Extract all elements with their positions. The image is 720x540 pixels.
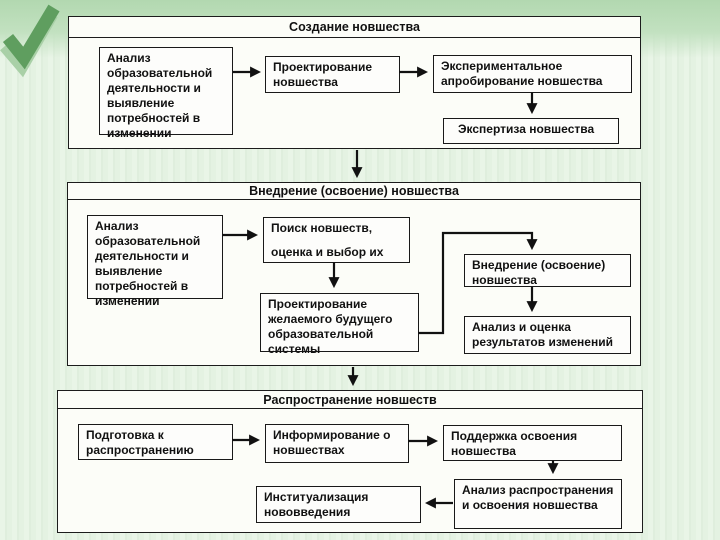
section-creation-title: Создание новшества	[69, 17, 640, 38]
box-analysis-needs-2: Анализ образовательной деятельности и вы…	[87, 215, 223, 308]
box-prepare-dissemination: Подготовка к распространению	[78, 424, 233, 460]
box-search-select-line2: оценка и выбор их	[271, 245, 384, 259]
checkmark-icon	[0, 4, 60, 78]
box-support-adoption: Поддержка освоения новшества	[443, 425, 622, 461]
box-search-select: Поиск новшеств, оценка и выбор их	[263, 217, 410, 263]
section-implementation-title: Внедрение (освоение) новшества	[68, 183, 640, 200]
box-analysis-needs-1: Анализ образовательной деятельности и вы…	[99, 47, 233, 140]
section-implementation-frame: Внедрение (освоение) новшества Анализ об…	[67, 182, 641, 366]
section-creation-frame: Создание новшества Анализ образовательно…	[68, 16, 641, 149]
section-dissemination-title: Распространение новшеств	[58, 391, 642, 409]
box-implementation: Внедрение (освоение) новшества	[464, 254, 631, 287]
box-expertise: Экспертиза новшества	[443, 118, 619, 144]
section-dissemination-frame: Распространение новшеств Подготовка к ра…	[57, 390, 643, 533]
box-design-innovation: Проектирование новшества	[265, 56, 400, 93]
box-experimental-testing: Экспериментальное апробирование новшеств…	[433, 55, 632, 93]
box-institutionalization: Институализация нововведения	[256, 486, 421, 523]
box-analyze-dissemination: Анализ распространения и освоения новшес…	[454, 479, 622, 529]
box-informing: Информирование о новшествах	[265, 424, 409, 463]
box-search-select-line1: Поиск новшеств,	[271, 221, 373, 235]
box-design-future-system: Проектирование желаемого будущего образо…	[260, 293, 419, 356]
box-evaluate-results: Анализ и оценка результатов изменений	[464, 316, 631, 354]
